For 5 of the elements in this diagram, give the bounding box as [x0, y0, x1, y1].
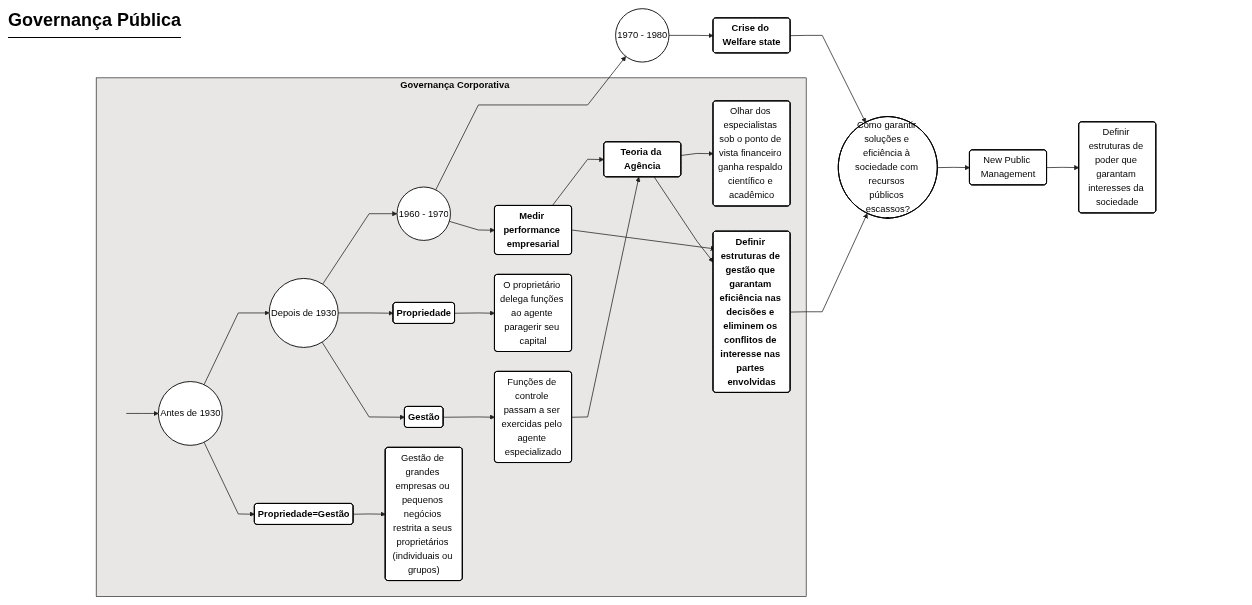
node-circle: 1970 - 1980 — [615, 8, 670, 63]
node-circle: Antes de 1930 — [157, 381, 223, 446]
section-heading: Governança Pública — [8, 10, 182, 38]
node-circle: 1960 - 1970 — [396, 186, 451, 241]
node-circle: Depois de 1930 — [268, 278, 339, 348]
